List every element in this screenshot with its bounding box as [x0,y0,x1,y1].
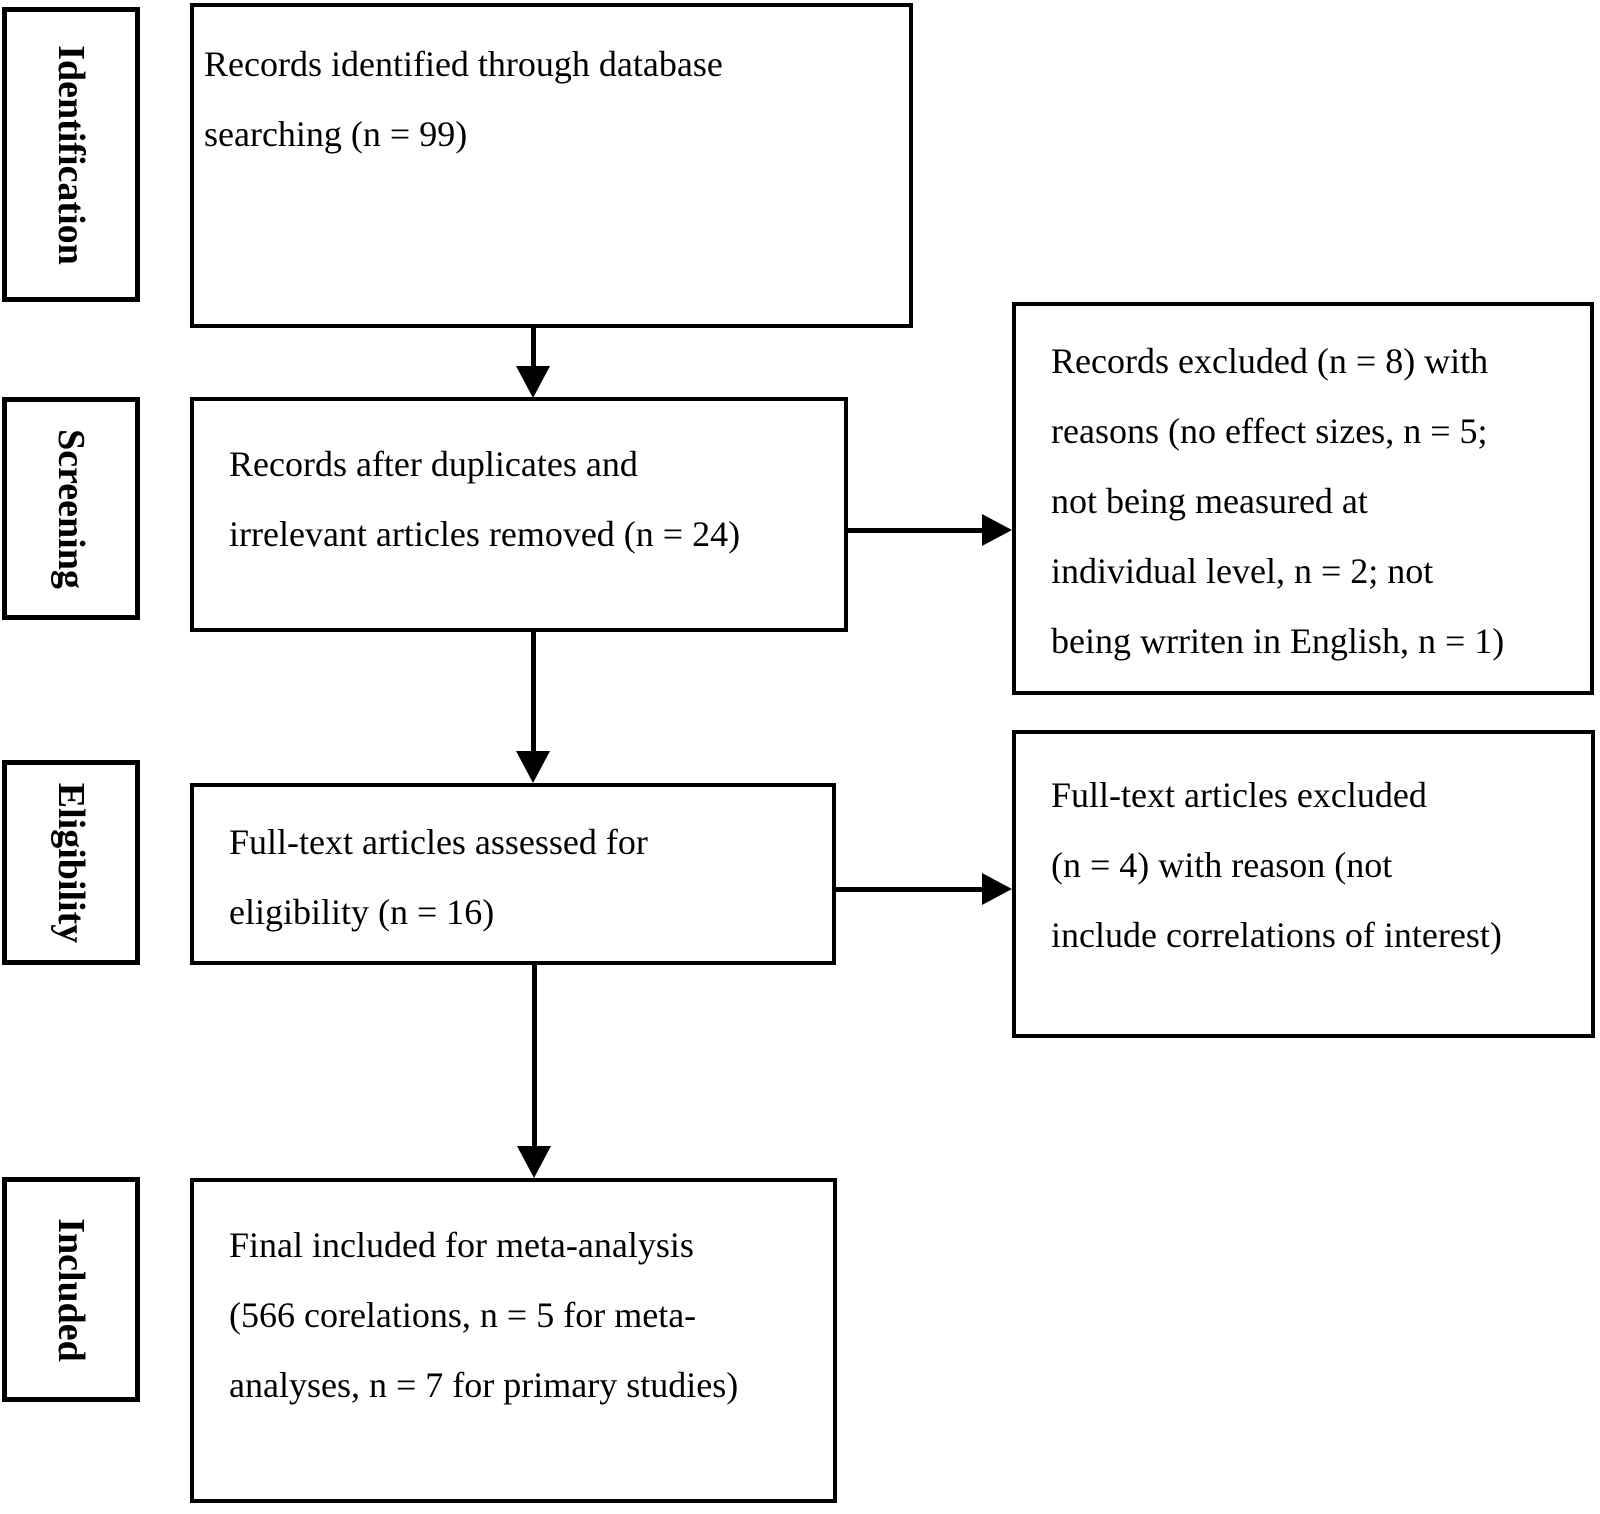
arrow-screened-to-records-excluded-line [848,528,984,533]
arrow-identified-to-screened-head-icon [516,366,550,398]
stage-label-screening: Screening [50,428,92,589]
stage-label-identification: Identification [50,44,92,265]
stage-box-included: Included [2,1177,140,1402]
arrow-eligible-to-included-line [532,965,537,1148]
stage-box-screening: Screening [2,397,140,620]
flow-box-final-included: Final included for meta-analysis (566 co… [190,1178,837,1503]
flow-box-fulltext-excluded: Full-text articles excluded (n = 4) with… [1012,730,1595,1038]
stage-label-included: Included [50,1217,92,1362]
flow-box-records-identified: Records identified through database sear… [190,3,913,328]
arrow-identified-to-screened-line [531,328,536,368]
stage-box-identification: Identification [2,7,140,302]
arrow-screened-to-records-excluded-head-icon [982,514,1012,546]
stage-label-eligibility: Eligibility [50,782,93,943]
flow-box-records-after-duplicates: Records after duplicates and irrelevant … [190,397,848,632]
flow-box-fulltext-assessed: Full-text articles assessed for eligibil… [190,783,836,965]
flow-box-records-excluded: Records excluded (n = 8) with reasons (n… [1012,302,1594,695]
arrow-screened-to-eligible-head-icon [516,751,550,783]
arrow-eligible-to-fulltext-excluded-line [836,887,982,892]
stage-box-eligibility: Eligibility [2,760,140,965]
arrow-eligible-to-included-head-icon [517,1146,551,1178]
arrow-screened-to-eligible-line [531,632,536,753]
arrow-eligible-to-fulltext-excluded-head-icon [982,873,1012,905]
